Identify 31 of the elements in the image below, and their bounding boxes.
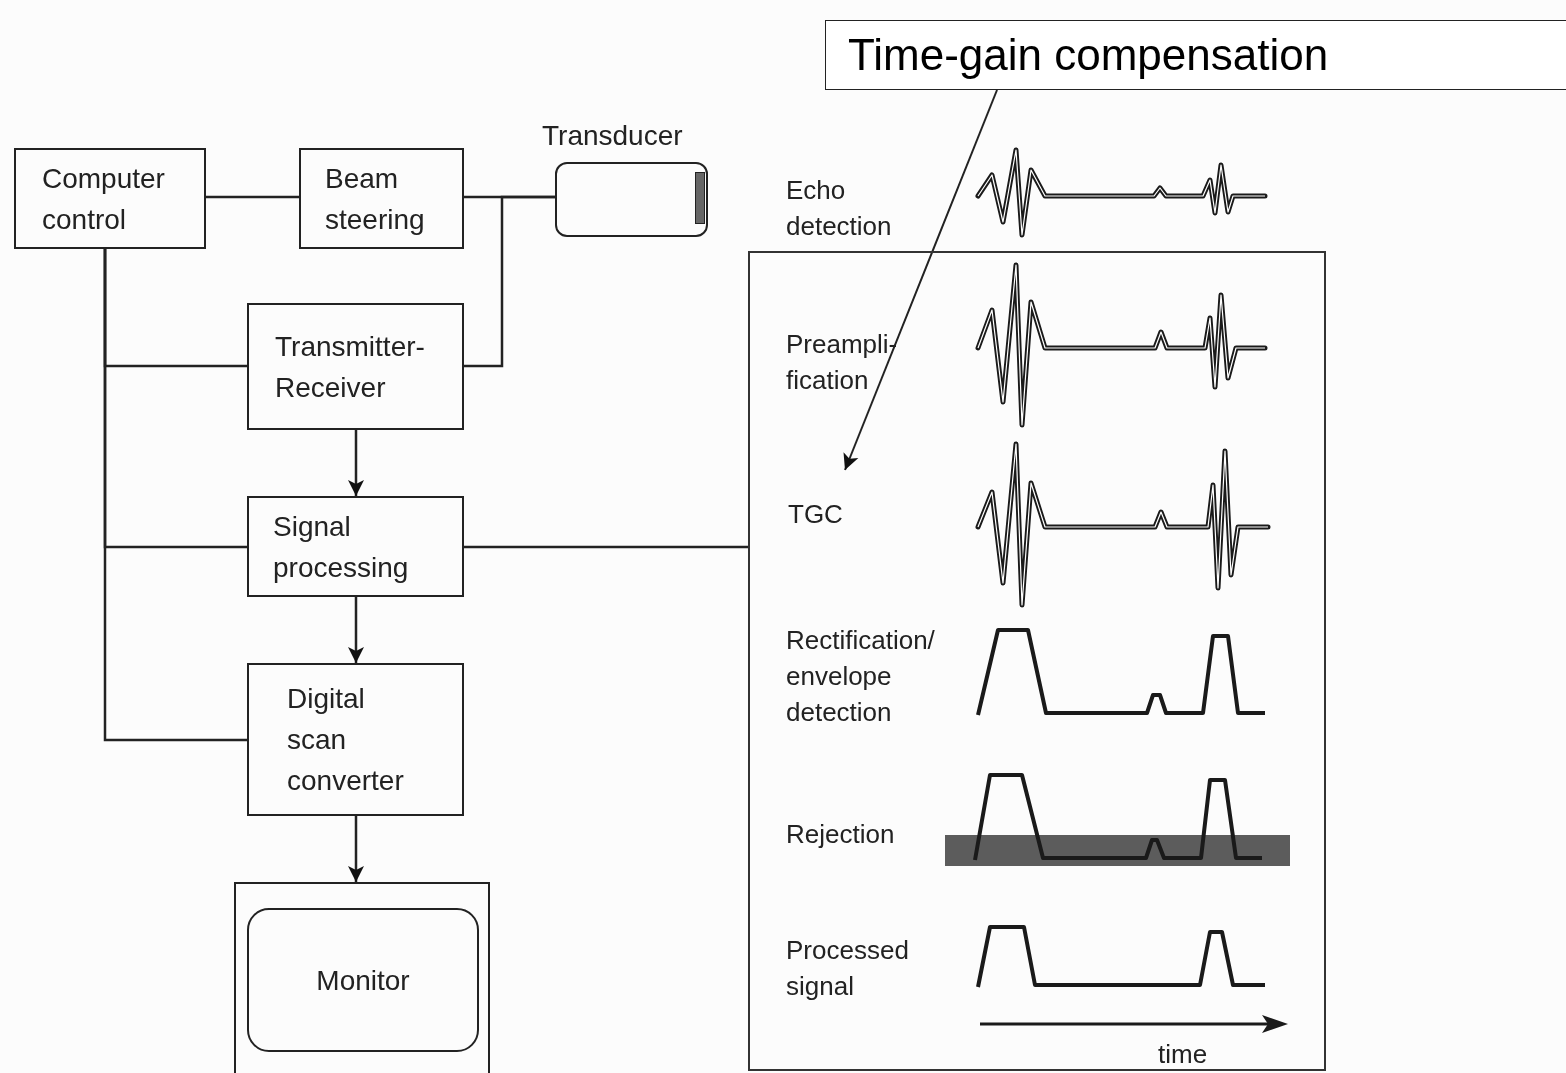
stage-label: Rejection bbox=[786, 818, 896, 851]
callout-box bbox=[825, 20, 1566, 90]
stage-label: Echo detection bbox=[786, 174, 893, 243]
connector-line bbox=[464, 195, 555, 368]
processing-panel bbox=[748, 251, 1326, 1071]
box-label: Transmitter-Receiver bbox=[275, 329, 426, 405]
box-label: Digital scan converter bbox=[287, 682, 405, 798]
connector-line bbox=[206, 195, 299, 199]
box-label: Computer control bbox=[42, 161, 166, 237]
stage-label: time bbox=[1158, 1038, 1209, 1071]
stage-label: TGC bbox=[788, 498, 843, 531]
stage-label: Preampli-fication bbox=[786, 328, 899, 397]
arrow bbox=[348, 597, 364, 663]
process-box bbox=[299, 148, 464, 249]
process-box bbox=[247, 496, 464, 597]
transducer-label: Transducer bbox=[542, 119, 683, 153]
box-label: Beam steering bbox=[325, 161, 426, 237]
arrow bbox=[348, 816, 364, 882]
stage-label: Rectification/ envelope detection bbox=[786, 624, 936, 729]
connector-line bbox=[103, 249, 247, 742]
callout-text: Time-gain compensation bbox=[848, 30, 1329, 80]
process-box bbox=[247, 303, 464, 430]
leader-arrow bbox=[843, 89, 998, 471]
process-box bbox=[247, 663, 464, 816]
arrow bbox=[348, 430, 364, 496]
connector-line bbox=[464, 545, 748, 549]
monitor-frame bbox=[234, 882, 490, 1073]
monitor-label: Monitor bbox=[316, 963, 410, 998]
stage-label: Processed signal bbox=[786, 934, 910, 1003]
box-label: Signal processing bbox=[273, 509, 410, 585]
process-box bbox=[14, 148, 206, 249]
